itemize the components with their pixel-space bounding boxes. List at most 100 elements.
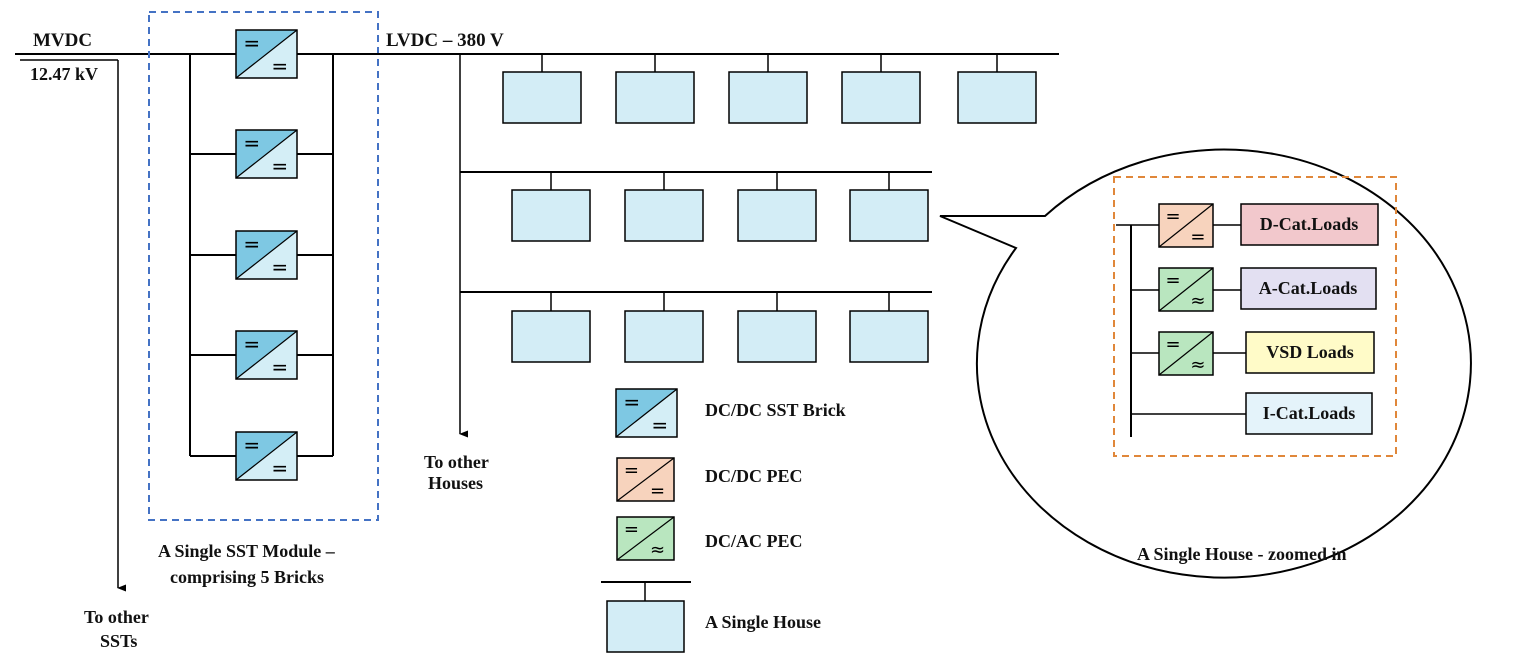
house <box>849 310 929 363</box>
sst-brick: == <box>235 431 298 481</box>
sst-brick-frame <box>235 431 298 481</box>
legend-dcdc-pec-input-symbol: = <box>624 460 639 481</box>
house <box>615 71 695 124</box>
lvdc-label: LVDC – 380 V <box>386 30 504 51</box>
mvdc-label: MVDC <box>33 30 92 51</box>
vsd-dcac-pec-diagonal <box>1158 331 1214 376</box>
sst-module-box <box>148 11 379 521</box>
sst-module-label-2: comprising 5 Bricks <box>170 567 324 587</box>
house <box>511 189 591 242</box>
legend-dcac-pec-frame <box>616 516 675 561</box>
legend-dcdc-pec: == <box>616 457 675 502</box>
sst-brick-input-symbol: = <box>243 433 260 457</box>
legend-sst-brick-output-symbol: = <box>651 413 668 437</box>
legend-dcac-pec-diagonal <box>616 516 675 561</box>
d-cat-dcdc-pec-frame <box>1158 203 1214 248</box>
sst-brick-diagonal <box>235 330 298 380</box>
legend-sst-brick-label: DC/DC SST Brick <box>705 400 846 420</box>
sst-brick-frame <box>235 330 298 380</box>
to-other-houses-label-2: Houses <box>428 473 483 493</box>
sst-brick-diagonal <box>235 431 298 481</box>
legend-dcac-pec-icon: =≈ <box>616 516 675 561</box>
vsd-loads-label: VSD Loads <box>1266 342 1354 362</box>
vsd-dcac-pec-output-symbol: ≈ <box>1190 355 1205 376</box>
house-converters: ===≈=≈ <box>1158 203 1214 376</box>
sst-bricks: ========== <box>190 29 333 481</box>
legend-dcac-pec-input-symbol: = <box>624 519 639 540</box>
a-cat-dcac-pec: =≈ <box>1158 267 1214 312</box>
legend-sst-brick: == <box>615 388 678 438</box>
to-other-ssts-label-1: To other <box>84 607 149 627</box>
legend-sst-brick-diagonal <box>615 388 678 438</box>
a-cat-loads-box <box>1240 267 1377 310</box>
legend-house-label: A Single House <box>705 612 821 632</box>
sst-brick-input-symbol: = <box>243 232 260 256</box>
d-cat-dcdc-pec-output-symbol: = <box>1190 227 1205 248</box>
sst-brick: == <box>235 330 298 380</box>
legend-dcdc-pec-icon: == <box>616 457 675 502</box>
a-cat-dcac-pec-output-symbol: ≈ <box>1190 291 1205 312</box>
sst-brick-output-symbol: = <box>271 54 288 78</box>
house <box>624 189 704 242</box>
a-cat-dcac-pec-input-symbol: = <box>1165 270 1180 291</box>
house <box>957 71 1037 124</box>
legend-dcdc-pec-label: DC/DC PEC <box>705 466 803 486</box>
houses <box>502 54 1037 363</box>
a-cat-loads-label: A-Cat.Loads <box>1259 278 1358 298</box>
house <box>841 71 921 124</box>
sst-brick-input-symbol: = <box>243 31 260 55</box>
to-other-houses-label-1: To other <box>424 452 489 472</box>
vsd-dcac-pec-input-symbol: = <box>1165 334 1180 355</box>
vsd-dcac-pec-frame <box>1158 331 1214 376</box>
d-cat-dcdc-pec-input-symbol: = <box>1165 206 1180 227</box>
sst-brick-input-symbol: = <box>243 332 260 356</box>
d-cat-loads-label: D-Cat.Loads <box>1260 214 1359 234</box>
house <box>849 189 929 242</box>
legend-dcac-pec-output-symbol: ≈ <box>650 540 665 561</box>
sst-brick-diagonal <box>235 129 298 179</box>
sst-brick-diagonal <box>235 29 298 79</box>
house <box>728 71 808 124</box>
sst-brick-frame <box>235 29 298 79</box>
vsd-loads-box <box>1245 331 1375 374</box>
legend-dcdc-pec-output-symbol: = <box>650 481 665 502</box>
legend-dcac-pec-label: DC/AC PEC <box>705 531 803 551</box>
house <box>502 71 582 124</box>
d-cat-loads-box <box>1240 203 1379 246</box>
a-cat-dcac-pec-diagonal <box>1158 267 1214 312</box>
sst-brick: == <box>235 230 298 280</box>
sst-brick-output-symbol: = <box>271 355 288 379</box>
sst-module-label-1: A Single SST Module – <box>158 541 336 561</box>
house-zoom-label: A Single House - zoomed in <box>1137 544 1347 564</box>
legend-dcdc-pec-diagonal <box>616 457 675 502</box>
legend-dcac-pec: =≈ <box>616 516 675 561</box>
sst-brick: == <box>235 129 298 179</box>
i-cat-loads-label: I-Cat.Loads <box>1263 403 1356 423</box>
a-cat-dcac-pec-frame <box>1158 267 1214 312</box>
legend-dcdc-pec-frame <box>616 457 675 502</box>
sst-brick-frame <box>235 230 298 280</box>
house <box>737 310 817 363</box>
sst-brick-output-symbol: = <box>271 154 288 178</box>
legend-sst-brick-frame <box>615 388 678 438</box>
house <box>737 189 817 242</box>
legend-house-icon <box>606 600 685 653</box>
sst-brick-input-symbol: = <box>243 131 260 155</box>
legend-sst-brick-icon: == <box>615 388 678 438</box>
house-detail-box <box>1113 176 1397 457</box>
to-other-ssts-label-2: SSTs <box>100 631 137 651</box>
i-cat-loads-box <box>1245 392 1373 435</box>
sst-brick-frame <box>235 129 298 179</box>
house <box>511 310 591 363</box>
vsd-dcac-pec: =≈ <box>1158 331 1214 376</box>
legend-sst-brick-input-symbol: = <box>623 390 640 414</box>
sst-brick: == <box>235 29 298 79</box>
sst-brick-output-symbol: = <box>271 255 288 279</box>
mvdc-voltage-label: 12.47 kV <box>30 64 98 84</box>
legend: == DC/DC SST Brick == DC/DC PEC =≈ DC/AC… <box>601 388 846 653</box>
house <box>624 310 704 363</box>
d-cat-dcdc-pec: == <box>1158 203 1214 248</box>
sst-brick-diagonal <box>235 230 298 280</box>
